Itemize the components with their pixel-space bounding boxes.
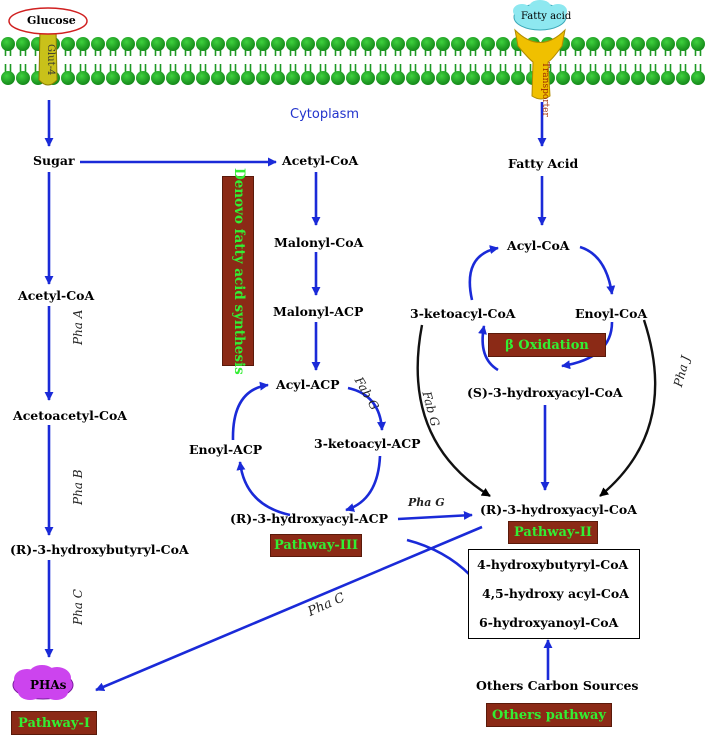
acetyl-coa-node-1: Acetyl-CoA [18, 288, 95, 303]
ketoacyl-acp-node: 3-ketoacyl-ACP [314, 436, 421, 451]
beta-oxidation-label: β Oxidation [488, 333, 606, 357]
other-precursor-2: 4,5-hydroxy acyl-CoA [482, 586, 629, 601]
glucose-label: Glucose [27, 14, 76, 27]
r-hydroxyacyl-coa-node: (R)-3-hydroxyacyl-CoA [480, 502, 637, 517]
other-precursor-1: 4-hydroxybutyryl-CoA [477, 557, 629, 572]
pathway1-arrows [44, 100, 277, 658]
other-carbon-sources-node: Others Carbon Sources [476, 678, 639, 693]
ketoacyl-coa-node: 3-ketoacyl-CoA [410, 306, 516, 321]
fatty-acid-transporter [514, 28, 566, 100]
pha-c-enzyme-1: Pha C [71, 589, 85, 625]
malonyl-coa-node: Malonyl-CoA [274, 235, 364, 250]
enoyl-acp-node: Enoyl-ACP [189, 442, 263, 457]
acetyl-coa-node-2: Acetyl-CoA [282, 153, 359, 168]
hydroxybutyryl-coa-node: (R)-3-hydroxybutyryl-CoA [10, 542, 189, 557]
denovo-synthesis-label: Denovo fatty acid synthesis [222, 168, 254, 374]
acyl-acp-node: Acyl-ACP [276, 377, 340, 392]
cell-membrane [1, 37, 705, 85]
cytoplasm-label: Cytoplasm [290, 107, 360, 122]
pha-g-enzyme: Pha G [408, 496, 445, 509]
transporter-label: Transporter [540, 62, 550, 117]
fatty-acid-molecule [513, 0, 567, 31]
enoyl-coa-node: Enoyl-CoA [575, 306, 648, 321]
other-precursors-box [468, 549, 640, 639]
pha-b-enzyme: Pha B [71, 469, 85, 505]
other-precursor-3: 6-hydroxyanoyl-CoA [479, 615, 619, 630]
acyl-coa-node: Acyl-CoA [507, 238, 570, 253]
glucose-oval [8, 7, 88, 35]
fatty-acid-label: Fatty acid [521, 11, 572, 22]
r-hydroxyacyl-acp-node: (R)-3-hydroxyacyl-ACP [230, 511, 388, 526]
others-pathway-label: Others pathway [486, 703, 612, 727]
pathway3-arrows [231, 172, 473, 521]
fatty-acid-node: Fatty Acid [508, 156, 579, 171]
phas-label: PHAs [30, 678, 67, 692]
malonyl-acp-node: Malonyl-ACP [273, 304, 364, 319]
pha-a-enzyme: Pha A [71, 309, 85, 345]
pathway2-black-arrows [416, 319, 657, 498]
s-hydroxyacyl-coa-node: (S)-3-hydroxyacyl-CoA [467, 385, 623, 400]
pathway-1-label: Pathway-I [11, 711, 97, 735]
sugar-node: Sugar [33, 153, 75, 168]
glut4-label: Glut-4 [45, 44, 56, 76]
phas-granule [12, 665, 74, 700]
pathway-2-label: Pathway-II [508, 521, 598, 544]
pathway-3-label: Pathway-III [270, 534, 362, 557]
acetoacetyl-coa-node: Acetoacetyl-CoA [13, 408, 127, 423]
